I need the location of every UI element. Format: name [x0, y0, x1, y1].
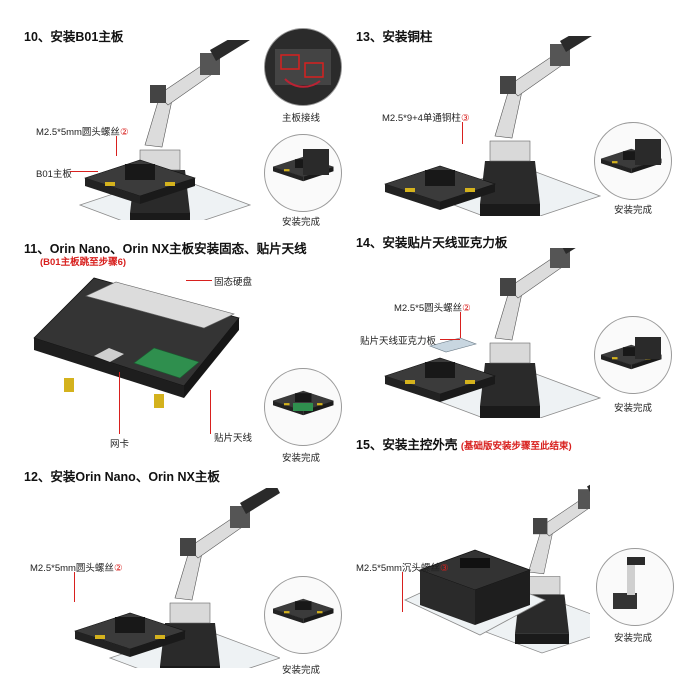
step-14-complete-caption: 安装完成 [614, 403, 653, 414]
step-14-plate-leader [440, 339, 460, 340]
step-12-title: 12、安装Orin Nano、Orin NX主板 [24, 470, 220, 484]
step-10-wiring-detail [264, 28, 342, 106]
step-10-screw-label: M2.5*5mm圆头螺丝② [36, 127, 129, 138]
step-15-screw-label: M2.5*5mm沉头螺丝③ [356, 563, 449, 574]
step-11-ssd-label: 固态硬盘 [214, 277, 253, 288]
step-15-title: 15、安装主控外壳 (基础版安装步骤至此结束) [356, 438, 572, 452]
step-13-pillar-label: M2.5*9+4单通铜柱③ [382, 113, 470, 124]
step-11-title: 11、Orin Nano、Orin NX主板安装固态、贴片天线 [24, 242, 307, 256]
step-14-screw-label: M2.5*5圆头螺丝② [394, 303, 471, 314]
step-14-plate-label: 贴片天线亚克力板 [360, 336, 437, 347]
step-14-screw-leader [460, 312, 461, 338]
step-10-complete-detail [264, 134, 342, 212]
step-13-complete-caption: 安装完成 [614, 205, 653, 216]
step-11-complete-caption: 安装完成 [282, 453, 321, 464]
step-14-title: 14、安装贴片天线亚克力板 [356, 236, 508, 250]
step-13-assembly-illustration [384, 36, 601, 216]
step-10-board-label: B01主板 [36, 169, 72, 180]
step-10-board-leader [70, 171, 98, 172]
step-15-complete-detail [596, 548, 674, 626]
step-13-complete-detail [594, 122, 672, 200]
step-12-assembly-illustration [74, 488, 280, 668]
step-15-complete-caption: 安装完成 [614, 633, 653, 644]
step-15-note: (基础版安装步骤至此结束) [460, 441, 572, 452]
step-14-assembly-illustration [384, 248, 601, 418]
step-11-board-illustration [33, 277, 240, 408]
step-14-complete-detail [594, 316, 672, 394]
step-11-ssd-leader [186, 280, 212, 281]
step-11-nic-label: 网卡 [110, 439, 130, 450]
step-13-pillar-leader [462, 122, 463, 144]
step-12-complete-detail [264, 576, 342, 654]
step-11-nic-leader [119, 372, 120, 434]
step-11-antenna-leader [210, 390, 211, 434]
step-10-complete-caption: 安装完成 [282, 217, 321, 228]
step-11-antenna-label: 贴片天线 [214, 433, 253, 444]
step-10-title: 10、安装B01主板 [24, 30, 124, 44]
step-10-wiring-caption: 主板接线 [282, 113, 321, 124]
step-15-assembly-illustration [404, 468, 590, 654]
step-12-screw-leader [74, 572, 75, 602]
step-12-screw-label: M2.5*5mm圆头螺丝② [30, 563, 123, 574]
step-15-screw-leader [402, 572, 403, 612]
step-12-complete-caption: 安装完成 [282, 665, 321, 676]
step-10-screw-leader [116, 136, 117, 156]
step-11-complete-detail [264, 368, 342, 446]
step-11-note: (B01主板跳至步骤6) [40, 257, 127, 268]
step-13-title: 13、安装铜柱 [356, 30, 433, 44]
